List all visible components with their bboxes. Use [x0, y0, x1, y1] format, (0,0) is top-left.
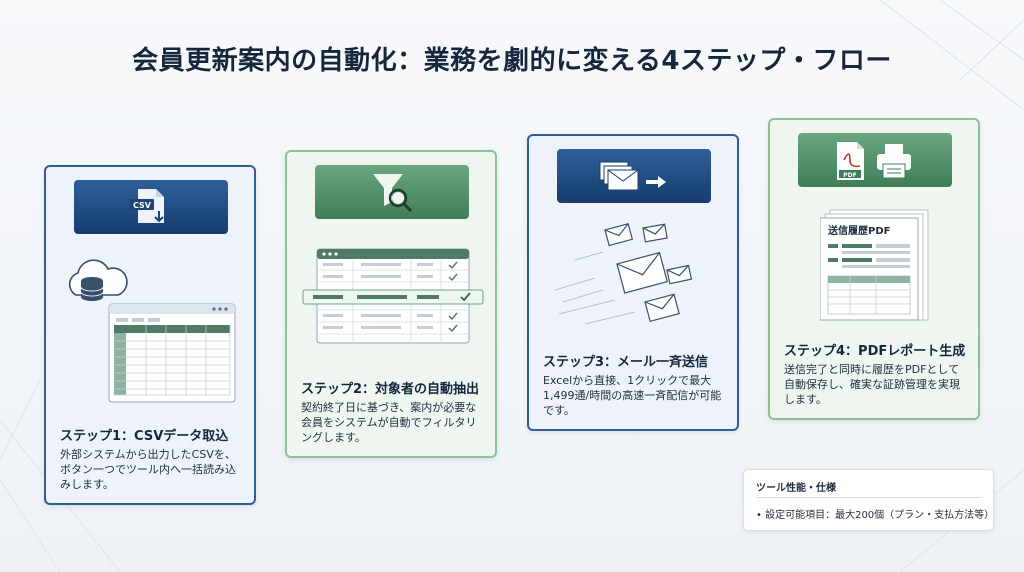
step-4-title: ステップ4：PDFレポート生成: [784, 344, 966, 359]
spec-item: • 設定可能項目：最大200個（プラン・支払方法等）: [756, 510, 995, 521]
flying-mail-illustration: [555, 223, 693, 325]
step-3-description: Excelから直接、1クリックで最大1,499通/時間の高速一斉配信が可能です。: [543, 374, 722, 417]
spec-box: ツール性能・仕様 • 設定可能項目：最大200個（プラン・支払方法等）: [743, 469, 994, 531]
page-title: 会員更新案内の自動化：業務を劇的に変える4ステップ・フロー: [132, 46, 892, 76]
pdf-report-illustration: [820, 209, 929, 321]
step-card-2: ステップ2：対象者の自動抽出 契約終了日に基づき、案内が必要な会員をシステムが自…: [285, 150, 497, 458]
csv-file-icon: CSV: [130, 189, 164, 223]
pdf-report-title: 送信履歴PDF: [828, 226, 891, 237]
step-card-4: PDF 送信履歴PDF ステップ4：PDFレポート生成 送信完了と同時に履歴をP…: [768, 118, 980, 420]
step-4-banner: PDF: [798, 133, 952, 187]
step-card-3: ステップ3：メール一斉送信 Excelから直接、1クリックで最大1,499通/時…: [527, 134, 739, 431]
filtered-list-illustration: [302, 248, 484, 344]
step-1-description: 外部システムから出力したCSVを、ボタン一つでツール内へ一括読み込みします。: [60, 448, 236, 491]
step-1-banner: CSV: [74, 180, 228, 234]
step-2-description: 契約終了日に基づき、案内が必要な会員をシステムが自動でフィルタリングします。: [301, 401, 477, 444]
svg-text:PDF: PDF: [843, 172, 856, 179]
mail-send-icon: [599, 161, 666, 191]
spreadsheet-illustration: [108, 303, 236, 403]
step-2-title: ステップ2：対象者の自動抽出: [301, 382, 480, 397]
step-3-title: ステップ3：メール一斉送信: [543, 355, 709, 370]
step-1-title: ステップ1：CSVデータ取込: [60, 429, 229, 444]
step-2-banner: [315, 165, 469, 219]
step-3-banner: [557, 149, 711, 203]
spec-divider: [756, 497, 981, 498]
svg-text:CSV: CSV: [133, 201, 152, 210]
spec-title: ツール性能・仕様: [756, 483, 836, 494]
cloud-database-icon: [68, 259, 128, 301]
step-4-description: 送信完了と同時に履歴をPDFとして自動保存し、確実な証跡管理を実現します。: [784, 363, 960, 406]
funnel-magnifier-icon: [373, 174, 413, 213]
pdf-printer-icon: PDF: [837, 142, 911, 180]
step-card-1: CSV ステップ1：CSVデータ取込 外部システムから出力したCSVを、ボタン一…: [44, 165, 256, 505]
